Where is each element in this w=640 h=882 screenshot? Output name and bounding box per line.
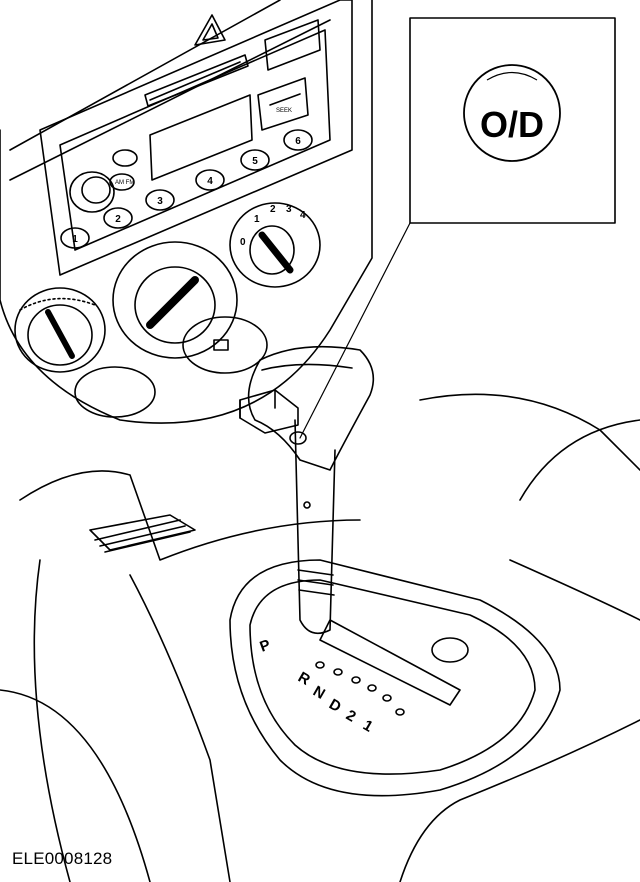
demist-icon [182, 316, 268, 374]
od-switch-on-lever [239, 389, 307, 445]
preset-buttons [60, 129, 313, 249]
preset-label-6: 6 [295, 136, 301, 147]
temp-mark-3: 3 [286, 204, 292, 215]
cassette-slot-icon [144, 54, 249, 107]
radio-display [149, 94, 253, 181]
am-fm-label: AM FM [115, 180, 134, 186]
gear-label-1: 1 [360, 717, 376, 736]
preset-label-5: 5 [252, 156, 258, 167]
temp-mark-1: 1 [254, 214, 260, 225]
figure-reference-code: ELE0008128 [12, 849, 113, 868]
gear-label-r: R [295, 669, 313, 689]
radio-unit [39, 0, 353, 276]
temp-mark-0: 0 [240, 237, 246, 248]
temp-mark-4: 4 [300, 210, 306, 221]
gear-label-n: N [310, 683, 328, 703]
volume-knob-icon [69, 171, 115, 213]
seat-outline [419, 393, 640, 471]
gear-selector-plate [229, 559, 561, 797]
gear-lever [239, 345, 375, 635]
dashboard-outline [0, 0, 373, 424]
fan-speed-icon [19, 297, 96, 311]
preset-label-4: 4 [207, 176, 213, 187]
gear-indicator-dots [315, 661, 405, 716]
gear-lever-handle [247, 345, 375, 471]
gear-label-p: P [258, 636, 273, 655]
od-button-icon: O/D [463, 64, 561, 162]
temp-mark-2: 2 [270, 204, 276, 215]
preset-label-3: 3 [157, 196, 163, 207]
console-outline [19, 470, 361, 561]
fan-speed-dial [14, 287, 106, 373]
dashboard-inner-edge [9, 0, 281, 151]
console-vent [94, 519, 191, 553]
preset-label-1: 1 [72, 234, 78, 245]
gear-gate-slot [319, 619, 461, 706]
gear-label-d: D [326, 696, 344, 716]
temperature-dial [229, 202, 321, 288]
rear-defrost-button [74, 366, 156, 418]
gear-label-2: 2 [343, 707, 359, 726]
selector-plate-button [431, 637, 469, 663]
callout-leader-line [299, 222, 411, 439]
preset-label-2: 2 [115, 214, 121, 225]
air-distribution-dial [112, 241, 238, 359]
seek-label: SEEK [276, 108, 292, 114]
od-button-label: O/D [480, 104, 544, 145]
hazard-triangle-icon [194, 14, 226, 46]
